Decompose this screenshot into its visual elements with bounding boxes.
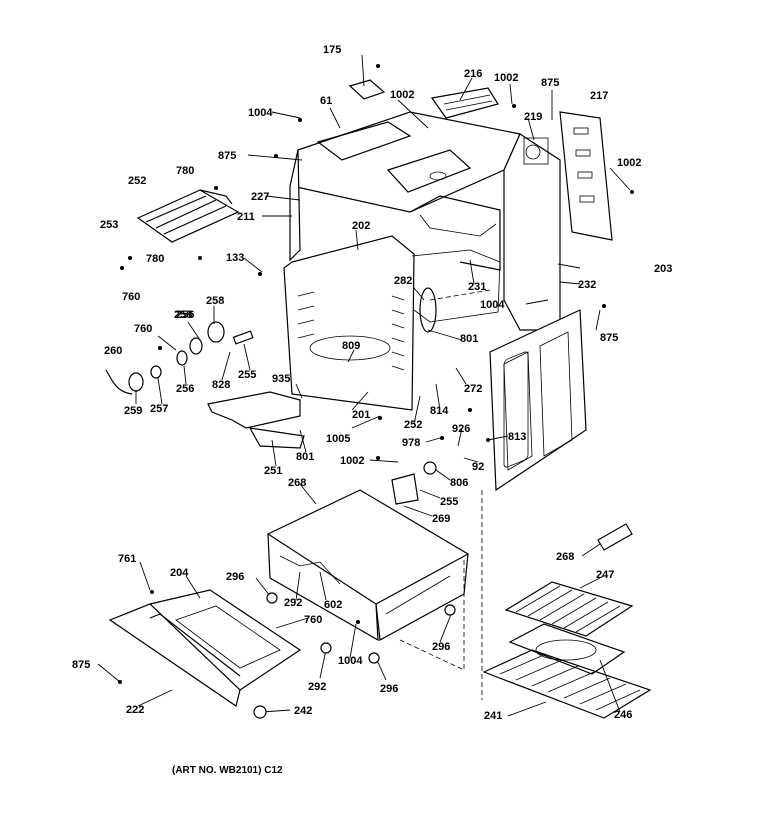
- callout-label: 260: [104, 345, 122, 357]
- callout-label: 222: [126, 704, 144, 716]
- small-bracket-drawing: [597, 523, 633, 551]
- callout-label: 92: [472, 461, 484, 473]
- callout-label: 282: [394, 275, 412, 287]
- callout-label: 760: [304, 614, 322, 626]
- terminal-block-drawing: [391, 461, 437, 505]
- callout-label: 761: [118, 553, 136, 565]
- callout-label: 806: [450, 477, 468, 489]
- callout-label: 269: [432, 513, 450, 525]
- callout-labels: 175 216 1002 875 1004 61 1002 219 217 78…: [72, 44, 672, 722]
- vent-trim-drawing: [430, 87, 499, 119]
- callout-label: 216: [464, 68, 482, 80]
- callout-label: 875: [600, 332, 618, 344]
- callout-label: 256: [176, 309, 194, 321]
- callout-label: 204: [170, 567, 189, 579]
- callout-label: 978: [402, 437, 420, 449]
- callout-label: 813: [508, 431, 526, 443]
- callout-label: 780: [176, 165, 194, 177]
- broiler-pan-drawing: [504, 581, 634, 675]
- callout-label: 292: [308, 681, 326, 693]
- callout-label: 292: [284, 597, 302, 609]
- side-panel-drawing: [489, 309, 587, 492]
- bake-element-drawing: [207, 391, 305, 449]
- callout-label: 875: [218, 150, 236, 162]
- callout-label: 203: [654, 263, 672, 275]
- callout-label: 1004: [480, 299, 505, 311]
- callout-label: 253: [100, 219, 118, 231]
- callout-label: 814: [430, 405, 449, 417]
- callout-label: 258: [206, 295, 224, 307]
- callout-label: 252: [128, 175, 146, 187]
- callout-label: 231: [468, 281, 486, 293]
- callout-label: 296: [226, 571, 244, 583]
- callout-label: 257: [150, 403, 168, 415]
- callout-label: 801: [460, 333, 478, 345]
- callout-label: 926: [452, 423, 470, 435]
- callout-label: 1002: [390, 89, 414, 101]
- callout-label: 268: [288, 477, 306, 489]
- callout-label: 602: [324, 599, 342, 611]
- callout-label: 1002: [617, 157, 641, 169]
- callout-label: 1002: [494, 72, 518, 84]
- callout-label: 828: [212, 379, 230, 391]
- oven-rack-drawing: [482, 649, 652, 719]
- callout-label: 780: [146, 253, 164, 265]
- callout-label: 268: [556, 551, 574, 563]
- callout-label: 217: [590, 90, 608, 102]
- callout-label: 256: [176, 383, 194, 395]
- dashed-outline-drawing: [399, 490, 483, 700]
- drawer-support-drawing: [266, 489, 470, 642]
- oven-body-drawing: [283, 111, 561, 411]
- callout-label: 246: [614, 709, 632, 721]
- callout-label: 175: [323, 44, 341, 56]
- callout-label: 809: [342, 340, 360, 352]
- callout-label: 875: [541, 77, 559, 89]
- callout-label: 258: [174, 309, 192, 321]
- callout-label: 801: [296, 451, 314, 463]
- back-panel-drawing: [559, 111, 613, 241]
- callout-label: 251: [264, 465, 282, 477]
- callout-label: 296: [380, 683, 398, 695]
- callout-label: 61: [320, 95, 332, 107]
- callout-label: 255: [440, 496, 458, 508]
- callout-label: 875: [72, 659, 90, 671]
- callout-label: 255: [238, 369, 256, 381]
- callout-label: 247: [596, 569, 614, 581]
- callout-label: 1005: [326, 433, 350, 445]
- callout-label: 1002: [340, 455, 364, 467]
- callout-label: 296: [432, 641, 450, 653]
- callout-label: 252: [404, 419, 422, 431]
- art-number-caption: (ART NO. WB2101) C12: [172, 765, 283, 776]
- callout-label: 1004: [338, 655, 363, 667]
- broil-element-drawing: [136, 189, 240, 243]
- callout-label: 202: [352, 220, 370, 232]
- callout-label: 1004: [248, 107, 273, 119]
- callout-label: 227: [251, 191, 269, 203]
- leader-lines: [97, 54, 631, 717]
- callout-label: 242: [294, 705, 312, 717]
- storage-drawer-drawing: [108, 589, 302, 707]
- callout-label: 201: [352, 409, 370, 421]
- callout-label: 272: [464, 383, 482, 395]
- top-plate-drawing: [348, 79, 386, 100]
- callout-label: 935: [272, 373, 290, 385]
- callout-label: 259: [124, 405, 142, 417]
- fastener-dots: [118, 64, 634, 719]
- callout-label: 760: [134, 323, 152, 335]
- control-knobs-drawing: [105, 321, 254, 395]
- callout-label: 241: [484, 710, 502, 722]
- callout-label: 232: [578, 279, 596, 291]
- callout-label: 760: [122, 291, 140, 303]
- callout-label: 211: [237, 211, 255, 223]
- callout-label: 219: [524, 111, 542, 123]
- callout-label: 133: [226, 252, 244, 264]
